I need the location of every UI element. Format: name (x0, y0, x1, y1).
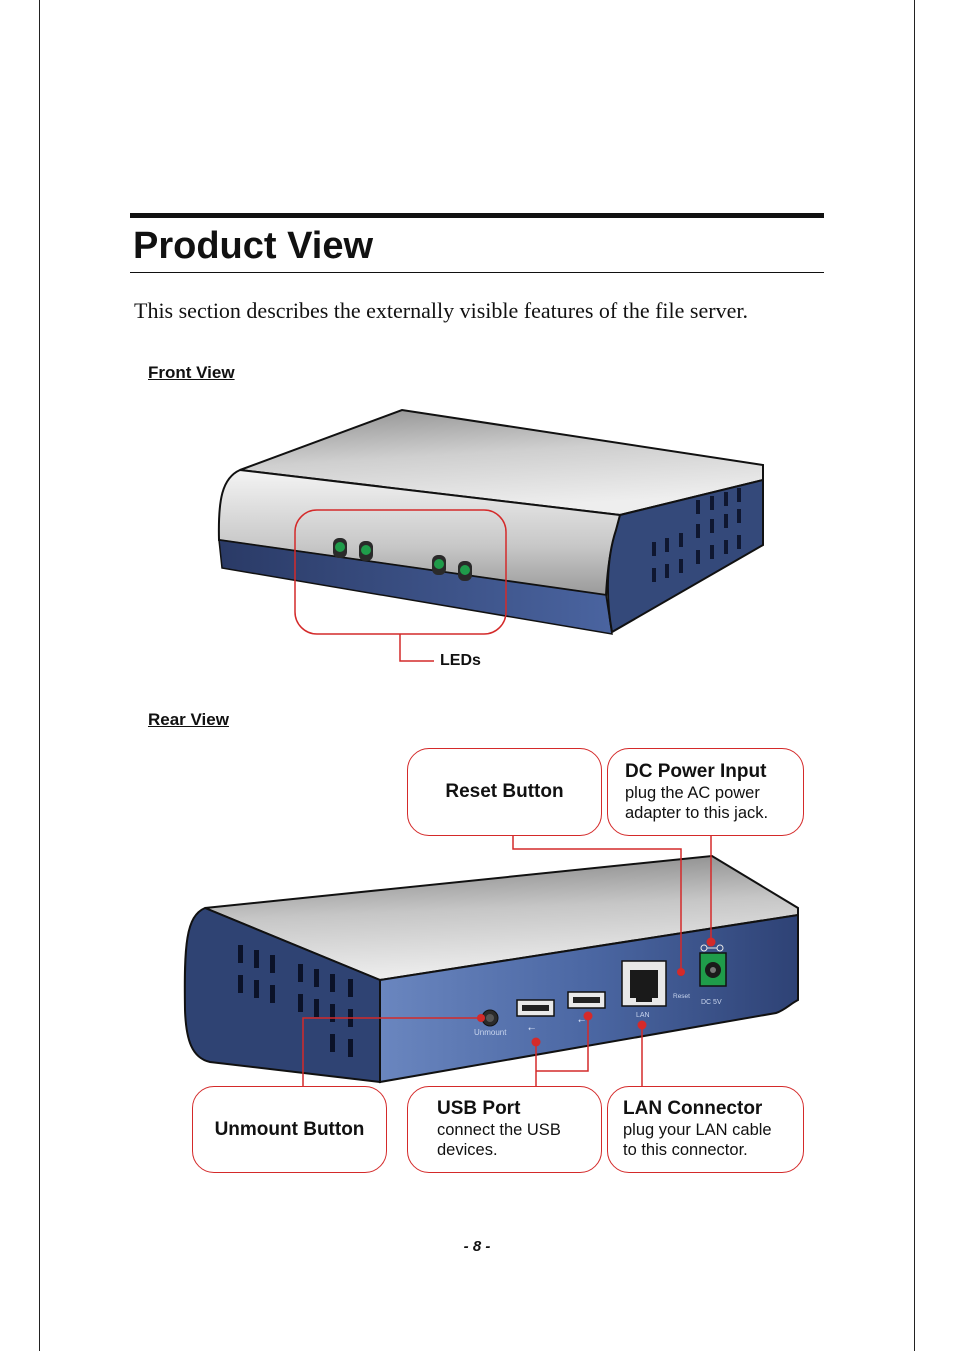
lan-connector-callout: LAN Connector plug your LAN cable to thi… (607, 1086, 804, 1173)
usb-symbol-1: ⭠ (528, 1024, 535, 1034)
lan-connector-callout-title: LAN Connector (623, 1098, 763, 1119)
usb-port-callout-desc-1: connect the USB (437, 1121, 561, 1139)
page-number: - 8 - (463, 1238, 491, 1255)
page-border-right (914, 0, 915, 1351)
unmount-button-callout: Unmount Button (192, 1086, 387, 1173)
lan-connector-callout-desc-1: plug your LAN cable (623, 1121, 772, 1139)
usb-port-callout: USB Port connect the USB devices. (407, 1086, 602, 1173)
lan-text: LAN (636, 1012, 650, 1019)
page-title: Product View (133, 225, 374, 267)
dc-power-callout-desc-2: adapter to this jack. (625, 804, 769, 822)
dc-power-callout: DC Power Input plug the AC power adapter… (607, 748, 804, 836)
rear-view-heading: Rear View (148, 710, 229, 729)
unmount-button-callout-title: Unmount Button (214, 1118, 365, 1140)
lan-connector-callout-desc-2: to this connector. (623, 1141, 748, 1159)
title-rule-bottom (130, 272, 824, 273)
page-border-left (39, 0, 40, 1351)
front-view-heading: Front View (148, 363, 235, 382)
dc-power-callout-desc-1: plug the AC power (625, 784, 760, 802)
usb-symbol-2: ⭠ (578, 1016, 585, 1026)
reset-button-callout: Reset Button (407, 748, 602, 836)
reset-button-callout-title: Reset Button (445, 781, 564, 802)
intro-paragraph: This section describes the externally vi… (134, 298, 748, 323)
title-rule-top (130, 213, 824, 218)
usb-port-callout-title: USB Port (437, 1098, 521, 1119)
dc-power-callout-title: DC Power Input (625, 761, 767, 782)
reset-text: Reset (673, 993, 690, 1000)
unmount-text: Unmount (474, 1028, 507, 1037)
usb-port-callout-desc-2: devices. (437, 1141, 498, 1159)
leds-label: LEDs (440, 652, 481, 669)
led-indicators (333, 538, 472, 581)
dc-text: DC 5V (701, 999, 722, 1006)
